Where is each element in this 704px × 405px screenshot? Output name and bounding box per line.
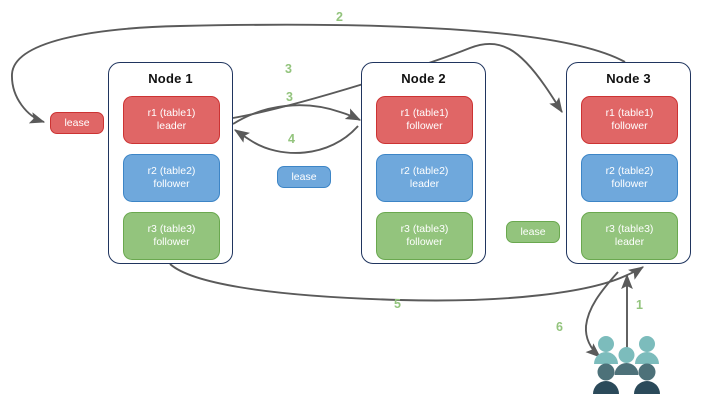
replica-n3-r1[interactable]: r1 (table1) follower xyxy=(581,96,678,144)
arrow-3-to-node2 xyxy=(232,104,362,125)
replica-role: leader xyxy=(409,178,440,190)
lease-badge-red[interactable]: lease xyxy=(50,112,104,134)
step-label-6: 6 xyxy=(556,320,563,334)
step-label-2: 2 xyxy=(336,10,343,24)
replica-name: r1 (table1) xyxy=(147,107,196,119)
replica-name: r1 (table1) xyxy=(400,107,449,119)
replica-role: leader xyxy=(614,236,645,248)
replica-n1-r3[interactable]: r3 (table3) follower xyxy=(123,212,220,260)
lease-badge-green[interactable]: lease xyxy=(506,221,560,243)
step-label-5: 5 xyxy=(394,297,401,311)
node-title-2: Node 2 xyxy=(401,71,446,86)
replica-name: r2 (table2) xyxy=(605,165,654,177)
replica-name: r3 (table3) xyxy=(147,223,196,235)
node-box-1[interactable]: Node 1 r1 (table1) leader r2 (table2) fo… xyxy=(108,62,233,264)
replica-name: r2 (table2) xyxy=(400,165,449,177)
replica-name: r3 (table3) xyxy=(400,223,449,235)
replica-n2-r3[interactable]: r3 (table3) follower xyxy=(376,212,473,260)
node-title-1: Node 1 xyxy=(148,71,193,86)
replica-n1-r2[interactable]: r2 (table2) follower xyxy=(123,154,220,202)
arrow-3-to-node3 xyxy=(232,42,563,119)
replica-n3-r2[interactable]: r2 (table2) follower xyxy=(581,154,678,202)
replica-name: r2 (table2) xyxy=(147,165,196,177)
replica-n1-r1[interactable]: r1 (table1) leader xyxy=(123,96,220,144)
node-box-3[interactable]: Node 3 r1 (table1) follower r2 (table2) … xyxy=(566,62,691,264)
node-title-3: Node 3 xyxy=(606,71,651,86)
people-group-icon[interactable] xyxy=(592,334,662,396)
step-label-3-lower: 3 xyxy=(286,90,293,104)
replica-n2-r2[interactable]: r2 (table2) leader xyxy=(376,154,473,202)
step-label-3-upper: 3 xyxy=(285,62,292,76)
replica-role: follower xyxy=(153,178,190,190)
arrow-2 xyxy=(11,23,626,124)
arrow-6 xyxy=(585,271,619,358)
step-label-1: 1 xyxy=(636,298,643,312)
node-box-2[interactable]: Node 2 r1 (table1) follower r2 (table2) … xyxy=(361,62,486,264)
replica-role: follower xyxy=(611,178,648,190)
replica-name: r3 (table3) xyxy=(605,223,654,235)
replica-n2-r1[interactable]: r1 (table1) follower xyxy=(376,96,473,144)
replica-role: leader xyxy=(156,120,187,132)
lease-badge-blue[interactable]: lease xyxy=(277,166,331,188)
step-label-4: 4 xyxy=(288,132,295,146)
replica-role: follower xyxy=(153,236,190,248)
arrow-4 xyxy=(234,125,359,154)
arrow-5 xyxy=(169,263,644,302)
replica-role: follower xyxy=(611,120,648,132)
replica-role: follower xyxy=(406,120,443,132)
replica-n3-r3[interactable]: r3 (table3) leader xyxy=(581,212,678,260)
replica-name: r1 (table1) xyxy=(605,107,654,119)
replica-role: follower xyxy=(406,236,443,248)
